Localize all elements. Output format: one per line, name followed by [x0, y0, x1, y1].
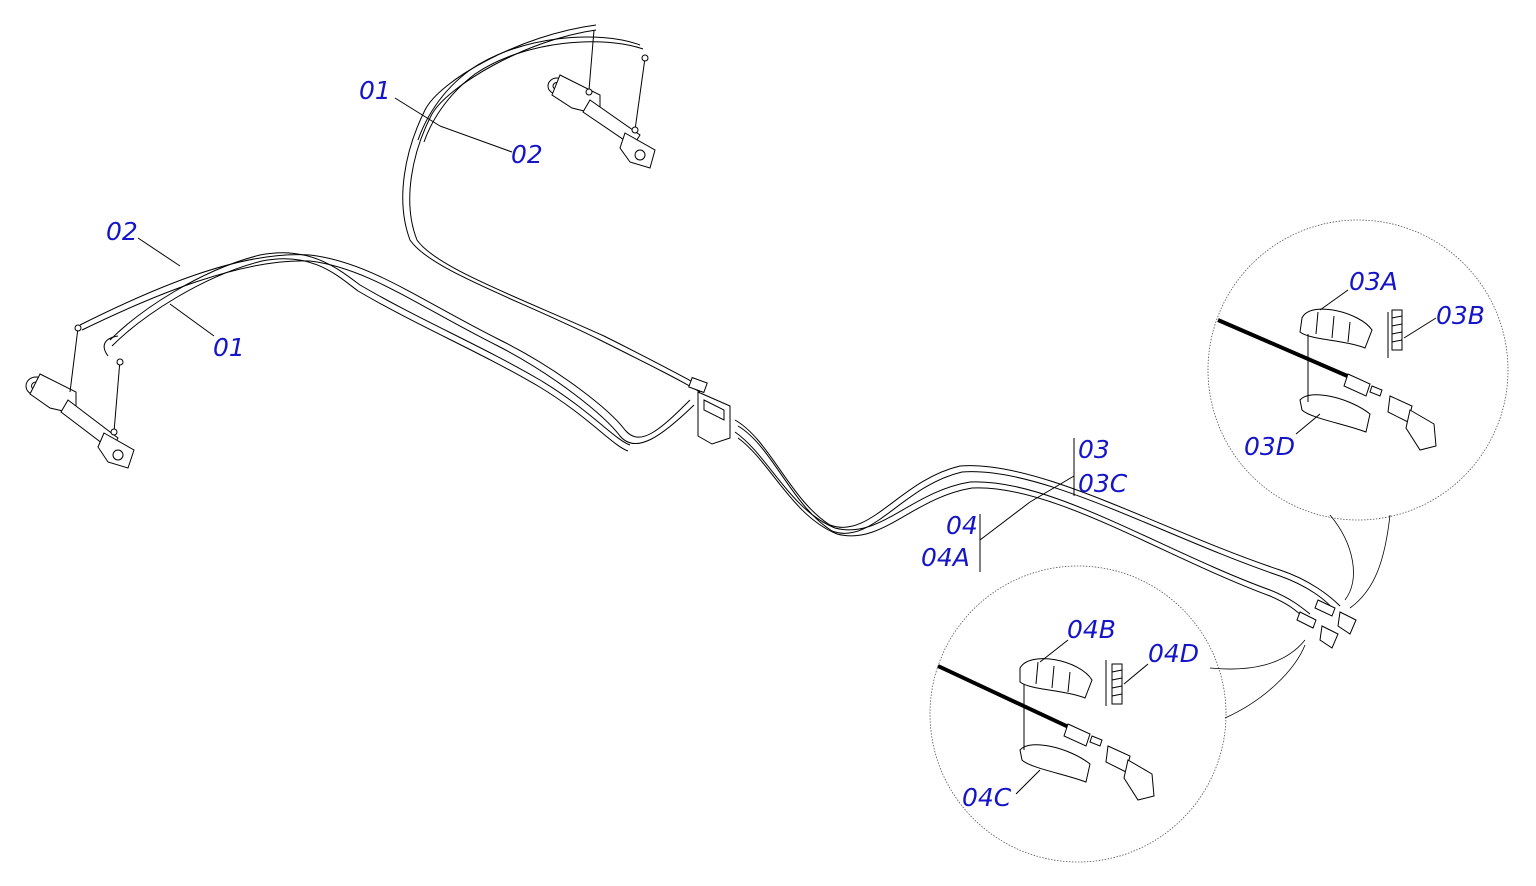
- callout-04a: 04A: [921, 543, 970, 572]
- callout-01-top: 01: [359, 76, 391, 105]
- callout-labels: 01 02 02 01 03 03C 04 04A 03A 03B 03D 04…: [106, 76, 1485, 812]
- callout-03b: 03B: [1436, 301, 1485, 330]
- callout-02-top: 02: [511, 140, 543, 169]
- callout-02-left: 02: [106, 217, 138, 246]
- callout-03d: 03D: [1244, 432, 1295, 461]
- detail-circle-04: [929, 565, 1306, 863]
- hydraulic-cylinder-left: [25, 324, 135, 469]
- hose-assembly-01-02-top: [402, 24, 705, 393]
- callout-04c: 04C: [962, 783, 1012, 812]
- detail-circle-03: [1207, 219, 1509, 609]
- callout-03: 03: [1078, 435, 1110, 464]
- hose-assembly-03-04: [734, 419, 1341, 619]
- callout-04d: 04D: [1148, 639, 1199, 668]
- callout-01-left: 01: [213, 333, 245, 362]
- hose-end-couplings: [1296, 599, 1357, 649]
- distribution-block: [688, 376, 731, 445]
- callout-04: 04: [946, 511, 978, 540]
- callout-04b: 04B: [1067, 615, 1116, 644]
- leader-lines: [137, 97, 1437, 795]
- hose-assembly-01-02-left: [79, 252, 695, 452]
- callout-03a: 03A: [1349, 267, 1398, 296]
- hydraulic-cylinder-top: [547, 29, 656, 169]
- callout-03c: 03C: [1078, 469, 1128, 498]
